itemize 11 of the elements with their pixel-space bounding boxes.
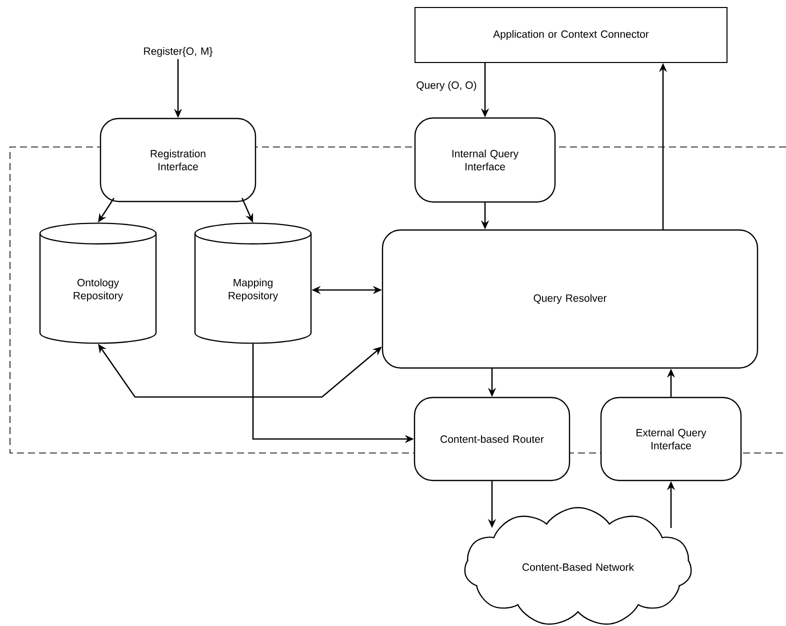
database-cylinder: Mapping Repository <box>194 222 312 344</box>
process-box: Application or Context Connector <box>414 7 728 63</box>
network-cloud: Content-Based Network <box>464 507 692 625</box>
interface-box: Content-based Router <box>414 396 570 482</box>
input-label: Register{O, M} <box>144 47 213 57</box>
database-cylinder: Ontology Repository <box>39 222 157 344</box>
interface-box: Internal Query Interface <box>414 117 556 203</box>
interface-box: Query Resolver <box>382 229 758 369</box>
interface-box: External Query Interface <box>600 396 742 482</box>
edge-label: Query (O, O) <box>415 80 478 92</box>
interface-box: Registration Interface <box>100 118 256 202</box>
